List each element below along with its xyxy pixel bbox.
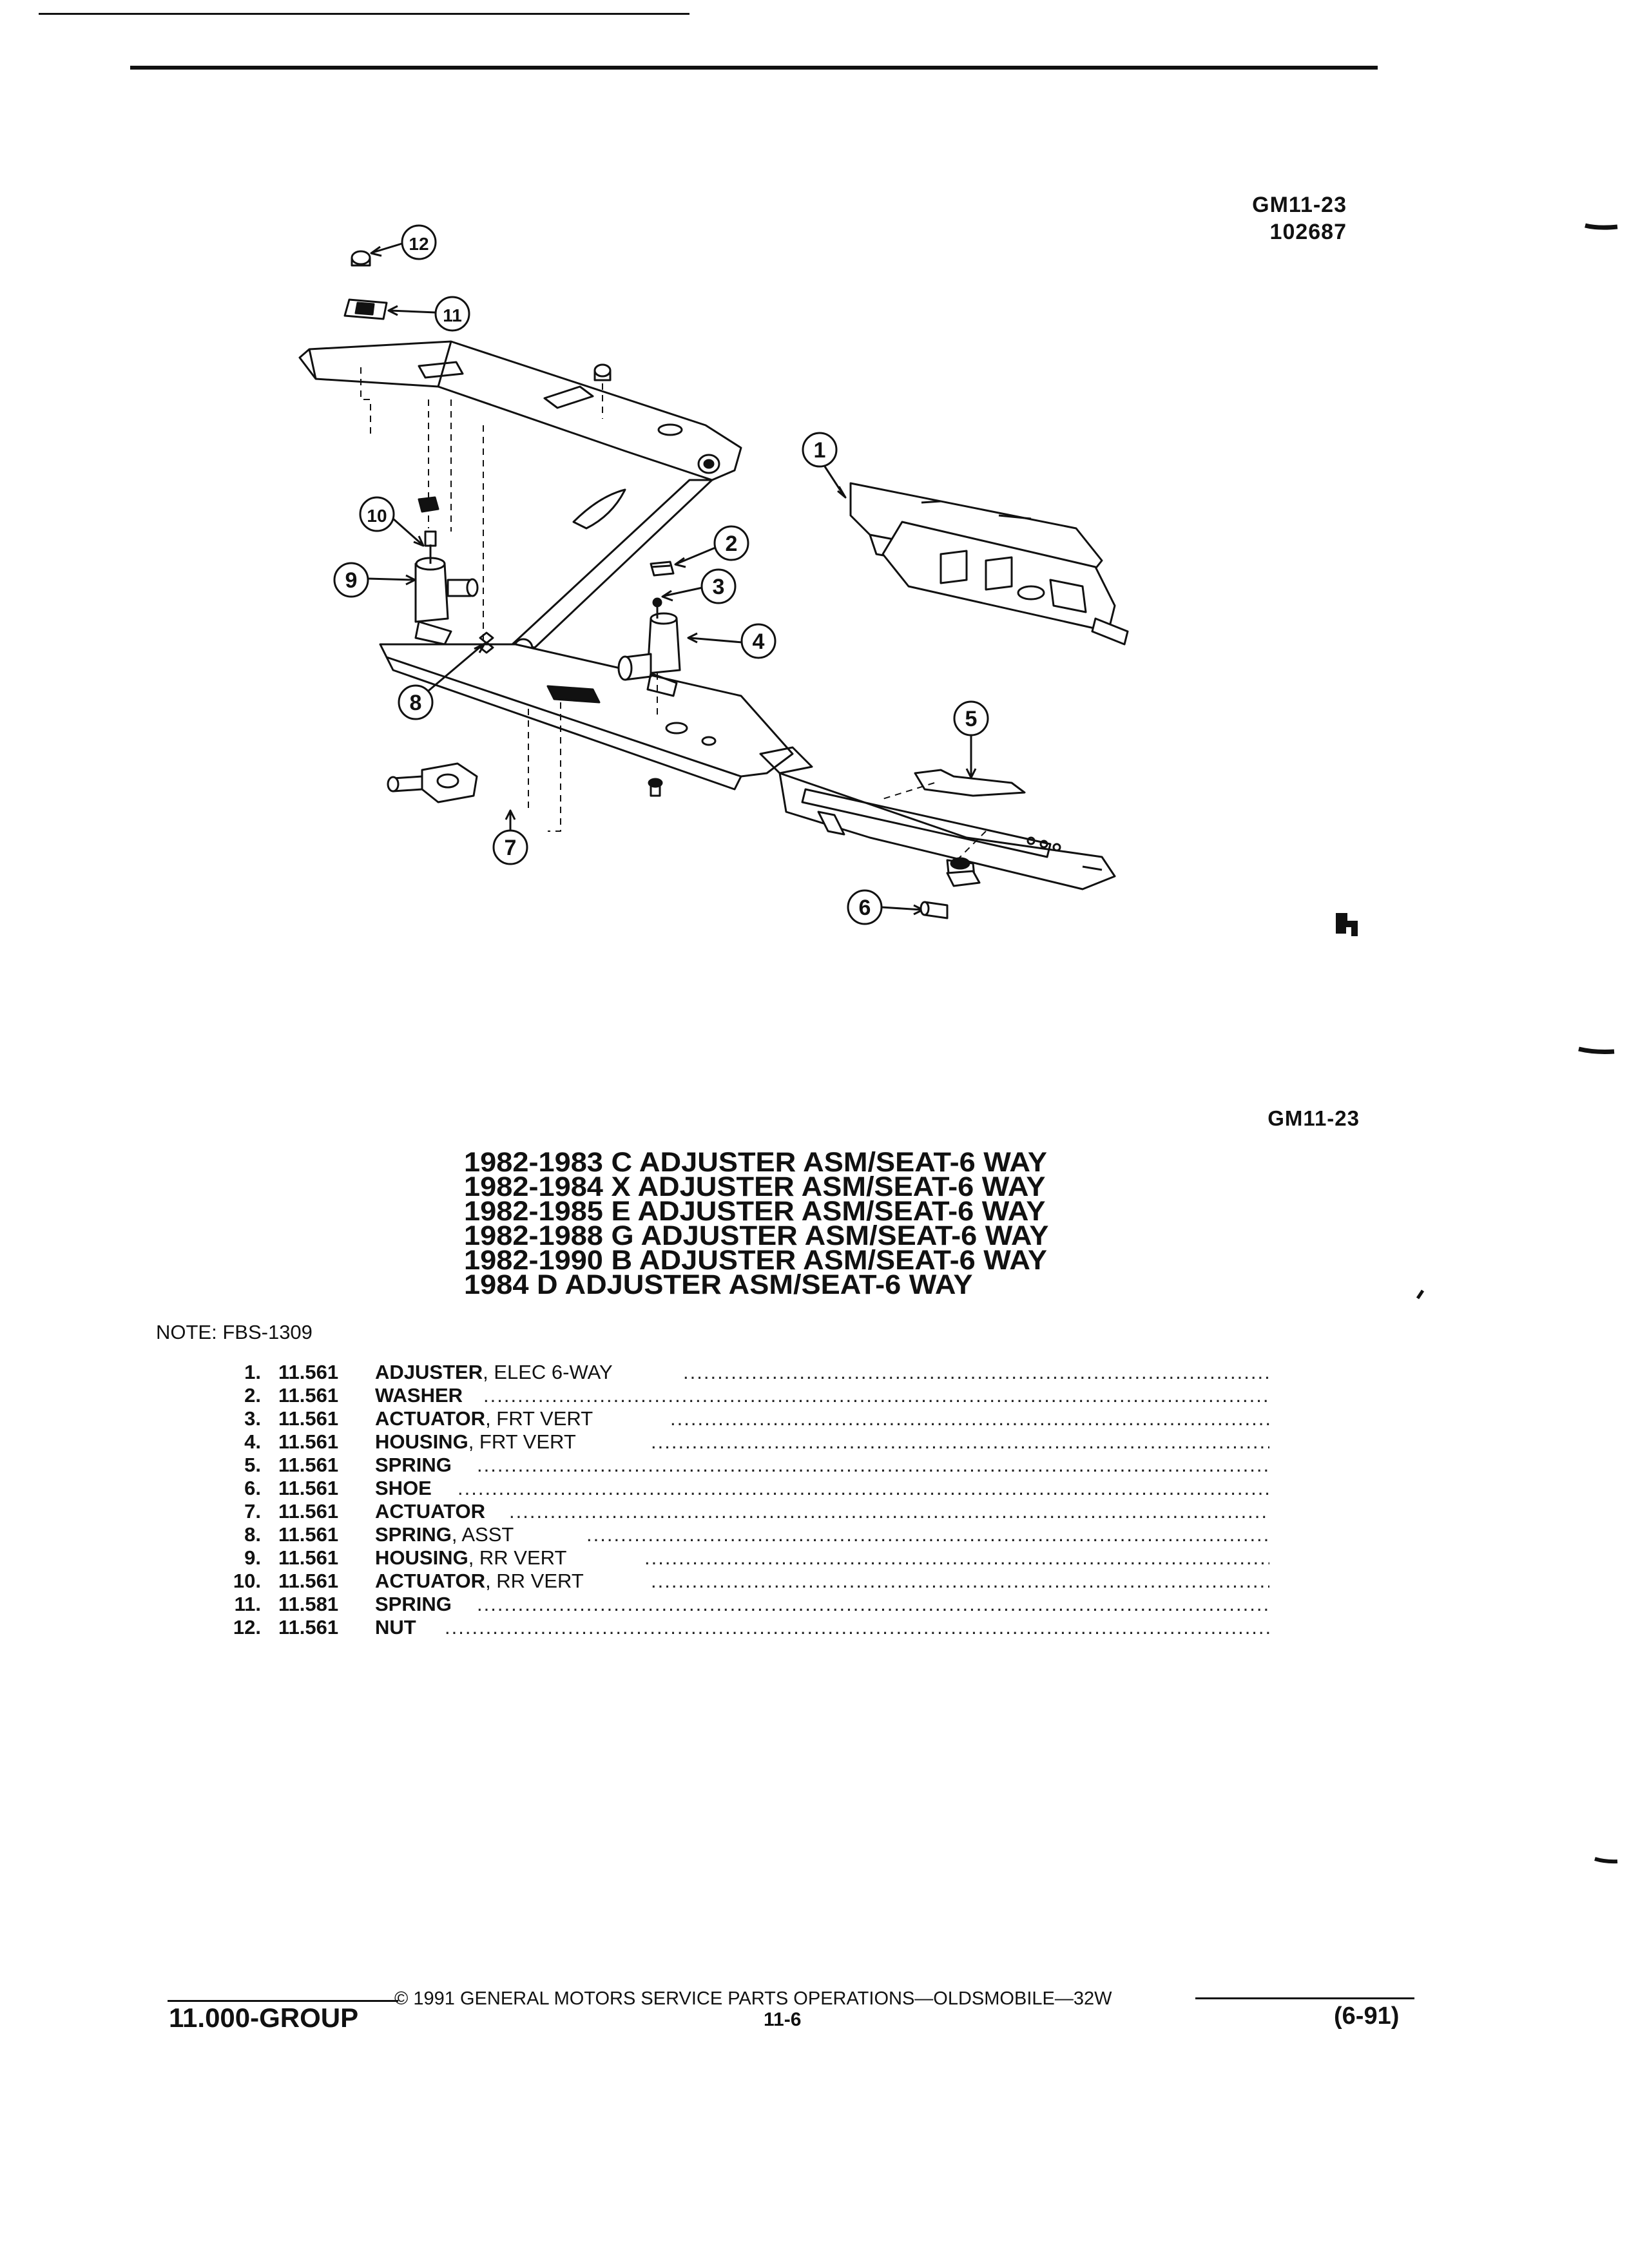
callout-9: 9 [333, 562, 416, 598]
callout-7: 7 [492, 809, 528, 865]
callout-2: 2 [674, 525, 749, 568]
title-line: 1982-1988 G ADJUSTER ASM/SEAT-6 WAY [464, 1220, 1049, 1251]
group-label: 11.000-GROUP [169, 2003, 359, 2033]
svg-text:1: 1 [814, 438, 826, 463]
small-parts [343, 250, 981, 887]
page-number: 11-6 [764, 2009, 802, 2030]
revision-date: (6-91) [1334, 2003, 1400, 2030]
seat-track [778, 769, 1116, 890]
assembled-adjuster [849, 482, 1129, 646]
callout-4: 4 [687, 623, 776, 659]
svg-text:6: 6 [859, 896, 871, 920]
front-vertical-housing [617, 597, 681, 697]
title-line: 1984 D ADJUSTER ASM/SEAT-6 WAY [464, 1269, 973, 1300]
callout-5: 5 [953, 700, 989, 779]
upper-frame-arm [298, 340, 742, 481]
svg-text:7: 7 [505, 836, 517, 860]
svg-text:8: 8 [410, 691, 422, 715]
callout-1: 1 [802, 432, 847, 499]
callout-10: 10 [359, 496, 425, 547]
lower-actuator [387, 762, 478, 803]
callout-11: 11 [387, 296, 470, 332]
title-line: 1982-1983 C ADJUSTER ASM/SEAT-6 WAY [464, 1147, 1047, 1178]
footer-rule-right [1195, 1997, 1414, 1999]
top-edge-rule [39, 13, 689, 15]
assembly-leader-lines [360, 367, 987, 864]
seat-adjuster-exploded-diagram: 1 2 3 4 5 6 [298, 224, 1129, 925]
svg-text:4: 4 [753, 629, 765, 654]
svg-text:5: 5 [965, 707, 978, 731]
diagonal-link-arm [511, 479, 713, 658]
svg-text:11: 11 [443, 305, 462, 325]
callout-6: 6 [847, 889, 949, 925]
rear-vertical-housing [414, 530, 479, 646]
section-code: GM11-23 [1268, 1106, 1360, 1130]
header-rule [130, 66, 1378, 70]
note-text: NOTE: FBS-1309 [156, 1321, 313, 1343]
figure-number: 102687 [1269, 220, 1347, 244]
title-line: 1982-1984 X ADJUSTER ASM/SEAT-6 WAY [464, 1171, 1046, 1202]
svg-text:9: 9 [345, 568, 358, 593]
copyright-text: © 1991 GENERAL MOTORS SERVICE PARTS OPER… [394, 1988, 1112, 2009]
title-line: 1982-1990 B ADJUSTER ASM/SEAT-6 WAY [464, 1245, 1047, 1276]
svg-text:10: 10 [367, 506, 387, 526]
lower-rail [379, 643, 813, 791]
svg-text:3: 3 [713, 575, 725, 599]
applicability-title-block: 1982-1983 C ADJUSTER ASM/SEAT-6 WAY 1982… [464, 1149, 1108, 1299]
callout-markers: 1 2 3 4 5 6 [333, 224, 989, 925]
callout-3: 3 [661, 568, 737, 604]
callout-12: 12 [370, 224, 437, 260]
svg-text:2: 2 [726, 532, 738, 556]
svg-text:12: 12 [409, 234, 429, 254]
footer-rule-left [168, 2000, 398, 2002]
callout-8: 8 [398, 642, 486, 720]
title-line: 1982-1985 E ADJUSTER ASM/SEAT-6 WAY [464, 1196, 1046, 1227]
figure-code: GM11-23 [1252, 193, 1347, 217]
